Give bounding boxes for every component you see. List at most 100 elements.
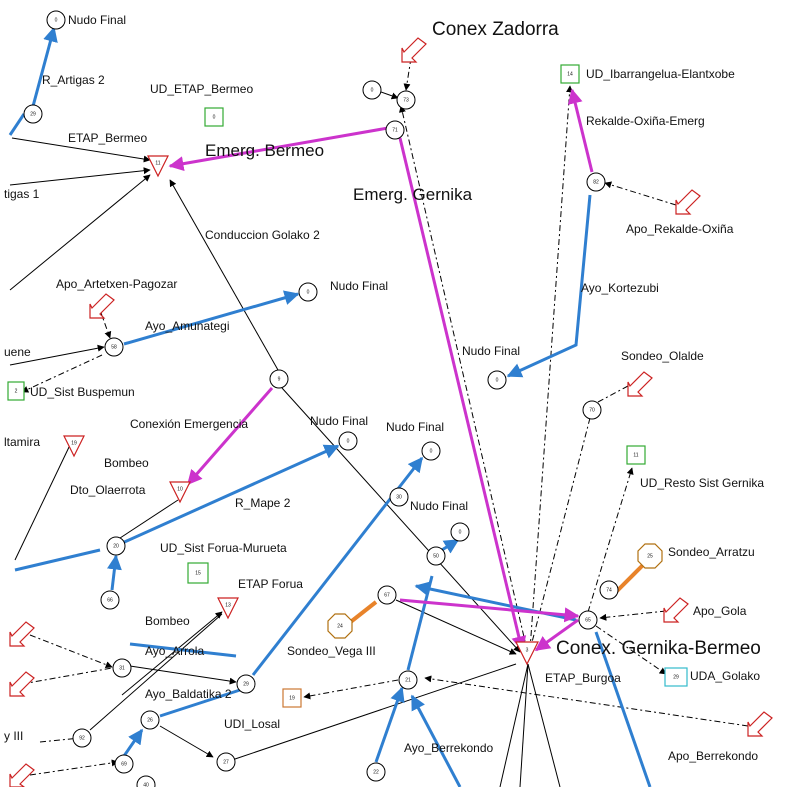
dash-left-69 [29, 759, 119, 776]
label-ud-sist-buspemun: UD_Sist Buspemun [30, 385, 135, 399]
pipe-31-29 [129, 665, 237, 685]
label-nudo-final-mid1: Nudo Final [310, 414, 368, 428]
blue-22-21 [374, 686, 405, 763]
node-id: 3 [526, 647, 529, 653]
dash-apo-berrekondo [424, 675, 749, 727]
uda-golako-box [664, 667, 688, 687]
node-71 [385, 120, 405, 140]
label-uda-golako: UDA_Golako [690, 669, 760, 683]
label-bombeo-1: Bombeo [104, 456, 149, 470]
source-gola-icon [663, 597, 689, 623]
node-zadorra-b [396, 90, 416, 110]
blue-mape2 [119, 444, 340, 546]
ud-sist-buspemun-box [7, 381, 25, 401]
magenta-rekalde [567, 88, 594, 173]
node-id: 50 [433, 553, 439, 559]
etap-burgoa-icon [515, 641, 539, 666]
label-nudo-final-top: Nudo Final [68, 13, 126, 27]
node-id: 82 [593, 179, 599, 185]
magenta-65-burgoa [534, 618, 579, 652]
dash-65-golako [595, 625, 667, 675]
blue-65-down [594, 631, 652, 787]
node-id: 67 [384, 592, 390, 598]
source-left1-icon [9, 621, 35, 647]
udi-losal-box [282, 688, 302, 708]
pipe-27-burgoa [234, 663, 517, 760]
dash-left-31 [29, 634, 113, 668]
dash-apo-gola [599, 610, 667, 621]
node-id: 24 [337, 623, 343, 629]
source-berrekondo-icon [747, 711, 773, 737]
ud-resto-gernika-box [626, 445, 646, 465]
pipe-artigas1-etap [9, 167, 151, 186]
dash-zadorra [403, 57, 412, 91]
node-bottom-left [136, 775, 156, 787]
node-id: 11 [155, 160, 160, 166]
node-66 [100, 590, 120, 610]
labels: Conex Zadorra Emerg. Bermeo Emerg. Gerni… [4, 13, 764, 763]
label-sondeo-vega: Sondeo_Vega III [287, 644, 376, 658]
label-conex-gernika-bermeo: Conex. Gernika-Bermeo [556, 638, 761, 659]
node-id: 0 [347, 438, 350, 444]
node-69 [114, 754, 134, 774]
dash-left-top [21, 667, 113, 685]
node-id: 29 [30, 111, 36, 117]
label-ud-sist-forua: UD_Sist Forua-Murueta [160, 541, 287, 555]
source-arrows [9, 37, 773, 787]
dash-apo-artetxen [99, 309, 112, 339]
node-id: 71 [392, 127, 398, 133]
node-id: 66 [107, 597, 113, 603]
label-rekalde-oxina-emerg: Rekalde-Oxiña-Emerg [586, 114, 705, 128]
node-id: 22 [373, 769, 379, 775]
node-id: 0 [213, 114, 216, 120]
ud-ibarrangelua-box [560, 64, 580, 84]
node-82 [586, 172, 606, 192]
blue-berrekondo [410, 694, 462, 787]
node-id: 2 [15, 388, 18, 394]
node-id: 73 [403, 97, 409, 103]
node-id: 19 [71, 440, 77, 446]
label-altamira: ltamira [4, 435, 40, 449]
node-id: 20 [113, 543, 119, 549]
node-artigas [23, 104, 43, 124]
dash-21-losal [303, 679, 399, 700]
node-74 [599, 580, 619, 600]
label-ud-resto-gernika: UD_Resto Sist Gernika [640, 476, 764, 490]
label-y-iii: y III [4, 729, 23, 743]
dash-65-resto [587, 467, 634, 613]
pipe-67-burgoa [395, 599, 517, 655]
label-apo-berrekondo: Apo_Berrekondo [668, 749, 758, 763]
label-ayo-kortezubi: Ayo_Kortezubi [581, 281, 659, 295]
node-id: 0 [55, 17, 58, 23]
node-nf-mid2 [421, 441, 441, 461]
node-id: 26 [147, 717, 153, 723]
etap-altamira-icon [63, 435, 85, 458]
dash-apo-rekalde [604, 181, 677, 206]
node-21 [398, 670, 418, 690]
pipe-olaerrota-20 [116, 499, 179, 541]
label-sondeo-arratzu: Sondeo_Arratzu [668, 545, 755, 559]
node-id: 10 [177, 486, 183, 492]
node-top-final [46, 10, 66, 30]
node-id: 31 [119, 665, 125, 671]
source-zadorra-icon [401, 37, 427, 63]
etap-forua-icon [217, 597, 239, 620]
node-id: 0 [307, 289, 310, 295]
node-amunategi [104, 337, 124, 357]
dash-uene-buspemun [21, 354, 103, 393]
magenta-pipes [168, 88, 594, 652]
label-nudo-final-mid2: Nudo Final [386, 420, 444, 434]
node-kortezubi-final [487, 370, 507, 390]
blue-left-20 [14, 548, 101, 572]
pipe-burgoa-down1 [519, 663, 529, 787]
node-id: 9 [278, 376, 281, 382]
label-ayo-baldatika-2: Ayo_Baldatika 2 [145, 687, 232, 701]
node-9 [269, 369, 289, 389]
magenta-conexion-emergencia [186, 387, 274, 486]
node-id: 0 [459, 529, 462, 535]
source-olalde-icon [627, 371, 653, 397]
demand-boxes [7, 64, 688, 708]
magenta-emerg-gernika [398, 137, 527, 652]
magenta-67-65 [399, 598, 580, 623]
pipe-26-27 [159, 725, 214, 758]
